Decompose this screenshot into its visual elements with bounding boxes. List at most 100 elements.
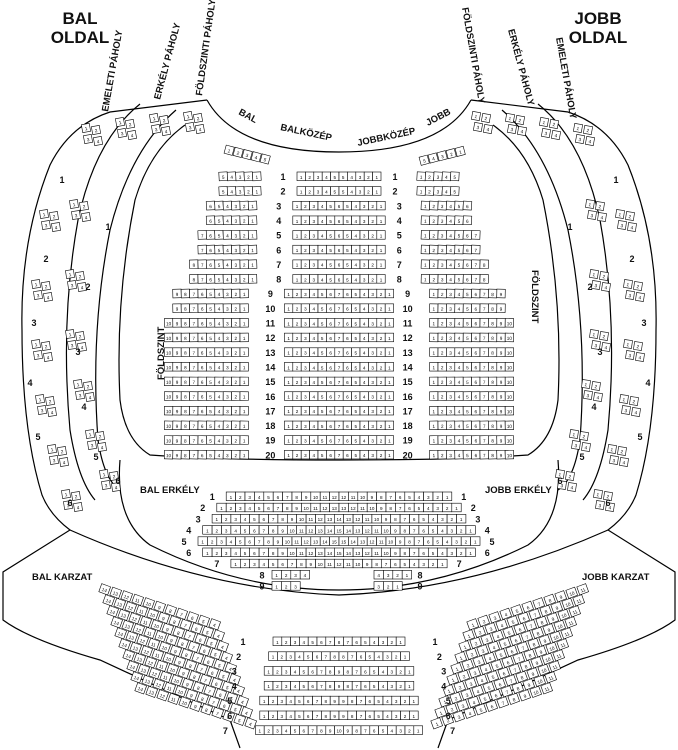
seat[interactable]: 11 (548, 660, 561, 673)
seat[interactable]: 1 (284, 288, 294, 299)
seat[interactable]: 6 (471, 376, 481, 387)
seat[interactable]: 6 (462, 259, 473, 269)
seat[interactable]: 13 (315, 547, 326, 557)
seat[interactable]: 1 (39, 209, 49, 219)
seat[interactable]: 13 (310, 536, 321, 546)
seat[interactable]: 4 (222, 274, 233, 284)
seat[interactable]: 8 (180, 406, 190, 416)
seat[interactable]: 7 (189, 420, 199, 431)
seat[interactable]: 3 (625, 350, 635, 360)
seat[interactable]: 2 (387, 636, 397, 646)
seat[interactable]: 10 (545, 641, 558, 654)
seat[interactable]: 4 (222, 215, 233, 226)
seat[interactable]: 5 (317, 435, 327, 445)
seat[interactable]: 10 (553, 619, 566, 632)
seat[interactable]: 9 (496, 420, 506, 431)
seat[interactable]: 4 (299, 570, 310, 580)
seat[interactable]: 1 (263, 666, 274, 676)
seat[interactable]: 6 (493, 677, 506, 690)
seat[interactable]: 7 (479, 406, 489, 416)
seat[interactable]: 1 (284, 435, 294, 445)
seat[interactable]: 5 (326, 259, 336, 269)
seat[interactable]: 2 (441, 713, 454, 726)
seat[interactable]: 4 (226, 171, 237, 182)
seat[interactable]: 14 (333, 514, 344, 524)
seat[interactable]: 2 (232, 146, 244, 158)
seat[interactable]: 5 (217, 669, 230, 682)
seat[interactable]: 8 (535, 615, 548, 628)
seat[interactable]: 3 (437, 259, 447, 269)
seat[interactable]: 4 (81, 212, 91, 222)
seat[interactable]: 3 (468, 666, 481, 679)
seat[interactable]: 10 (561, 597, 574, 610)
seat[interactable]: 5 (399, 558, 410, 569)
seat[interactable]: 4 (454, 391, 464, 401)
seat[interactable]: 2 (591, 381, 601, 391)
seat[interactable]: 1 (239, 449, 249, 460)
seat[interactable]: 4 (309, 391, 319, 401)
seat[interactable]: 5 (317, 420, 327, 430)
seat[interactable]: 1 (593, 489, 603, 499)
seat[interactable]: 1 (35, 394, 45, 404)
seat[interactable]: 5 (351, 406, 361, 416)
seat[interactable]: 2 (45, 396, 55, 406)
seat[interactable]: 1 (429, 376, 439, 387)
seat[interactable]: 4 (222, 244, 233, 255)
seat[interactable]: 1 (429, 362, 439, 372)
seat[interactable]: 7 (282, 491, 293, 501)
seat[interactable]: 2 (599, 331, 609, 341)
seat[interactable]: 3 (49, 455, 59, 465)
seat[interactable]: 1 (81, 123, 91, 133)
seat[interactable]: 5 (214, 215, 224, 226)
seat[interactable]: 14 (348, 536, 359, 546)
seat[interactable]: 2 (292, 420, 302, 430)
seat[interactable]: 6 (263, 502, 274, 513)
seat[interactable]: 9 (390, 547, 401, 557)
seat[interactable]: 2 (368, 274, 378, 284)
seat[interactable]: 2 (579, 431, 589, 441)
seat[interactable]: 5 (498, 637, 511, 650)
seat[interactable]: 6 (198, 644, 211, 657)
seat[interactable]: 11 (572, 594, 585, 607)
seat[interactable]: 8 (180, 288, 191, 299)
seat[interactable]: 4 (216, 640, 229, 653)
seat[interactable]: 1 (239, 288, 249, 299)
seat[interactable]: 6 (471, 332, 481, 343)
seat[interactable]: 11 (305, 514, 316, 524)
seat[interactable]: 1 (442, 491, 453, 501)
seat[interactable]: 8 (507, 692, 520, 705)
seat[interactable]: 4 (585, 136, 595, 146)
seat[interactable]: 2 (292, 362, 302, 372)
seat[interactable]: 9 (538, 634, 551, 647)
seat[interactable]: 4 (214, 288, 224, 299)
seat[interactable]: 7 (532, 597, 545, 610)
seat[interactable]: 10 (371, 514, 382, 524)
seat[interactable]: 13 (145, 685, 158, 698)
seat[interactable]: 3 (395, 725, 406, 735)
seat[interactable]: 6 (342, 332, 352, 343)
seat[interactable]: 11 (371, 547, 382, 557)
seat[interactable]: 12 (362, 547, 373, 557)
seat[interactable]: 6 (326, 288, 336, 299)
seat[interactable]: 5 (330, 186, 340, 196)
seat[interactable]: 3 (617, 220, 627, 230)
seat[interactable]: 4 (254, 491, 265, 501)
seat[interactable]: 4 (222, 200, 233, 211)
seat[interactable]: 3 (67, 340, 77, 350)
seat[interactable]: 4 (359, 450, 369, 460)
seat[interactable]: 3 (452, 710, 465, 723)
seat[interactable]: 5 (462, 449, 473, 460)
seat[interactable]: 5 (330, 171, 340, 181)
seat[interactable]: 9 (172, 332, 182, 343)
seat[interactable]: 6 (222, 710, 235, 723)
seat[interactable]: 2 (376, 318, 386, 328)
seat[interactable]: 8 (180, 332, 190, 343)
seat[interactable]: 5 (214, 200, 224, 211)
seat[interactable]: 4 (240, 706, 253, 719)
seat[interactable]: 4 (232, 684, 245, 697)
seat[interactable]: 9 (395, 536, 406, 546)
seat[interactable]: 3 (221, 547, 232, 557)
seat[interactable]: 8 (343, 681, 353, 691)
seat[interactable]: 2 (83, 381, 93, 391)
seat[interactable]: 10 (533, 674, 546, 687)
